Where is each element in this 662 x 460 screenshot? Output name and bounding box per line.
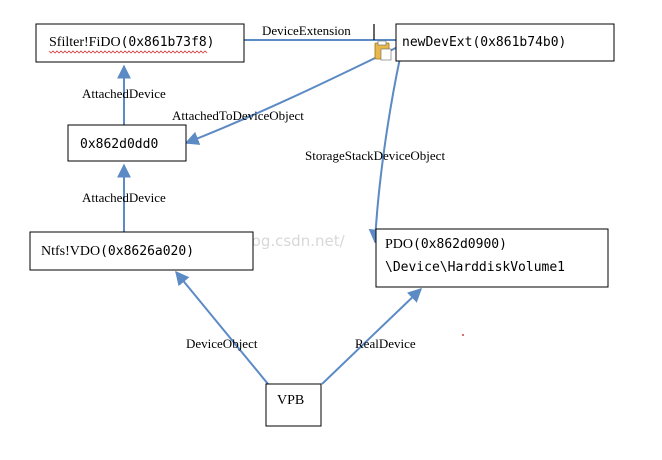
edge-storage-stack-device-object — [368, 57, 401, 244]
svg-text:VPB: VPB — [277, 393, 304, 408]
paste-options-icon[interactable] — [374, 40, 392, 61]
node-ntfs-vdo: Ntfs!VDO(0x8626a020) — [29, 231, 254, 271]
svg-text:Ntfs!VDO(0x8626a020): Ntfs!VDO(0x8626a020) — [41, 244, 194, 259]
svg-text:0x862d0dd0: 0x862d0dd0 — [80, 137, 158, 152]
edge-label-device-extension: DeviceExtension — [262, 23, 351, 38]
svg-text:PDO(0x862d0900): PDO(0x862d0900) — [385, 237, 507, 252]
edge-label-real-device: RealDevice — [355, 336, 416, 351]
stray-mark — [462, 334, 464, 336]
spellcheck-underline — [48, 50, 208, 54]
edge-real-device — [321, 288, 423, 385]
edge-label-attached-to-device-object: AttachedToDeviceObject — [172, 108, 304, 123]
node-sfilter-fido: Sfilter!FiDO(0x861b73f8) — [35, 23, 245, 63]
edge-label-attached-device-bottom: AttachedDevice — [82, 190, 166, 205]
svg-text:newDevExt(0x861b74b0): newDevExt(0x861b74b0) — [402, 35, 566, 50]
svg-text:\Device\HarddiskVolume1: \Device\HarddiskVolume1 — [385, 260, 565, 275]
node-new-dev-ext: newDevExt(0x861b74b0) — [395, 23, 615, 62]
node-vpb: VPB — [265, 383, 322, 427]
edge-device-object — [175, 270, 269, 385]
edge-label-storage-stack-device-object: StorageStackDeviceObject — [305, 148, 445, 163]
edge-label-device-object: DeviceObject — [186, 336, 258, 351]
svg-text:Sfilter!FiDO(0x861b73f8): Sfilter!FiDO(0x861b73f8) — [49, 35, 214, 50]
node-pdo: PDO(0x862d0900) \Device\HarddiskVolume1 — [375, 228, 609, 288]
edge-label-attached-device-top: AttachedDevice — [82, 86, 166, 101]
node-attached-middle: 0x862d0dd0 — [67, 124, 187, 162]
